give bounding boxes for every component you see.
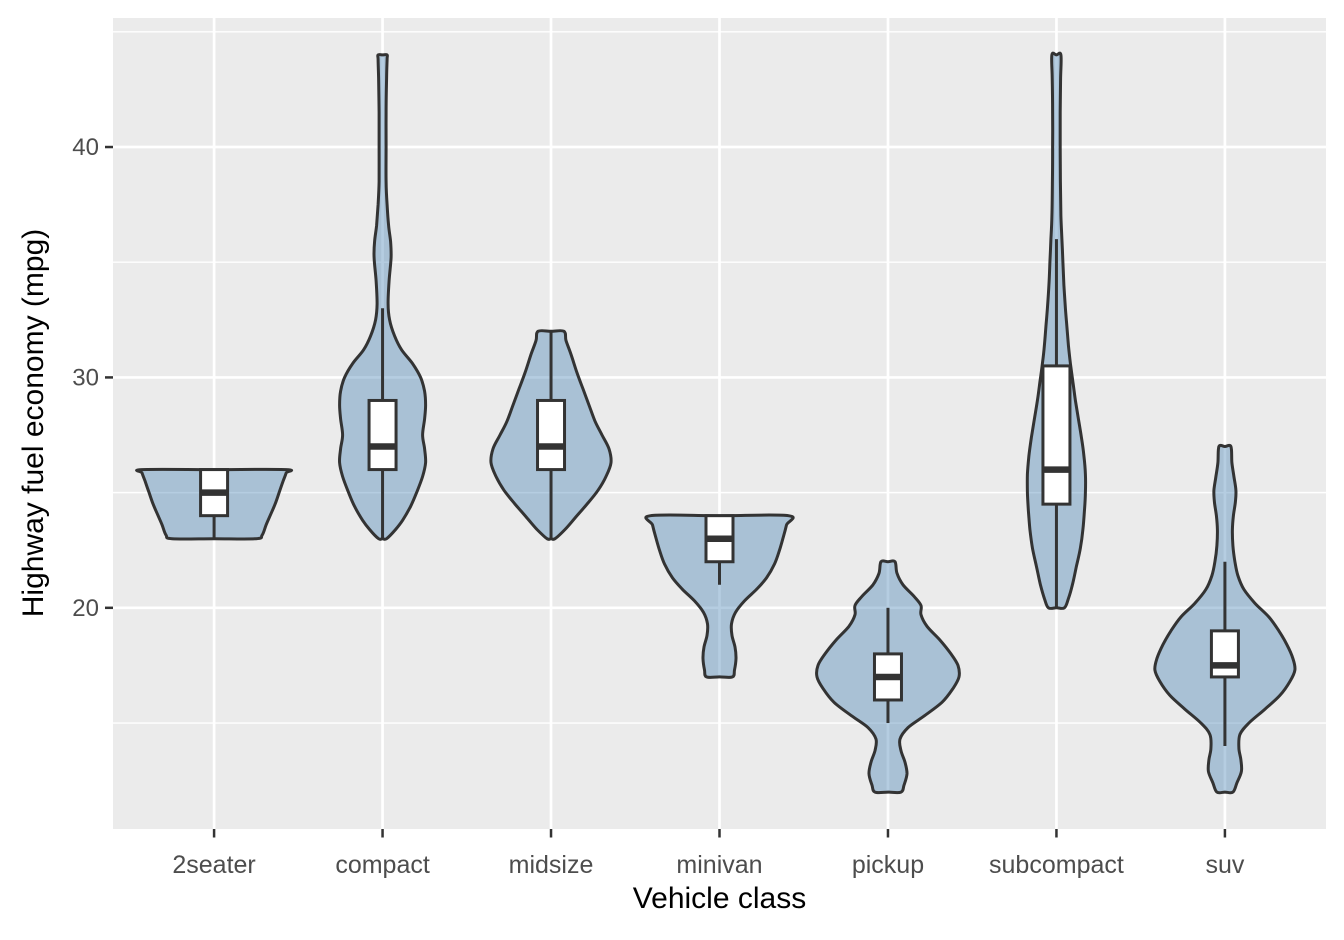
x-tick-label-compact: compact [335,851,430,879]
x-tick-label-subcompact: subcompact [989,851,1124,879]
y-tick-label-40: 40 [72,134,99,161]
y-tick-label-20: 20 [72,595,99,622]
x-tick-label-minivan: minivan [676,851,762,879]
box-subcompact [1041,364,1072,506]
box-midsize [536,398,567,472]
x-tick-label-2seater: 2seater [172,851,255,879]
y-tick-label-30: 30 [72,364,99,391]
violin-minivan [644,513,795,679]
x-tick-label-pickup: pickup [852,851,924,879]
violin-compact [338,53,428,541]
x-tick-label-midsize: midsize [509,851,594,879]
x-axis-title: Vehicle class [632,882,807,915]
box-compact [367,398,398,472]
y-axis-title: Highway fuel economy (mpg) [17,228,50,618]
box-suv [1209,629,1240,679]
x-tick-label-suv: suv [1205,851,1244,879]
